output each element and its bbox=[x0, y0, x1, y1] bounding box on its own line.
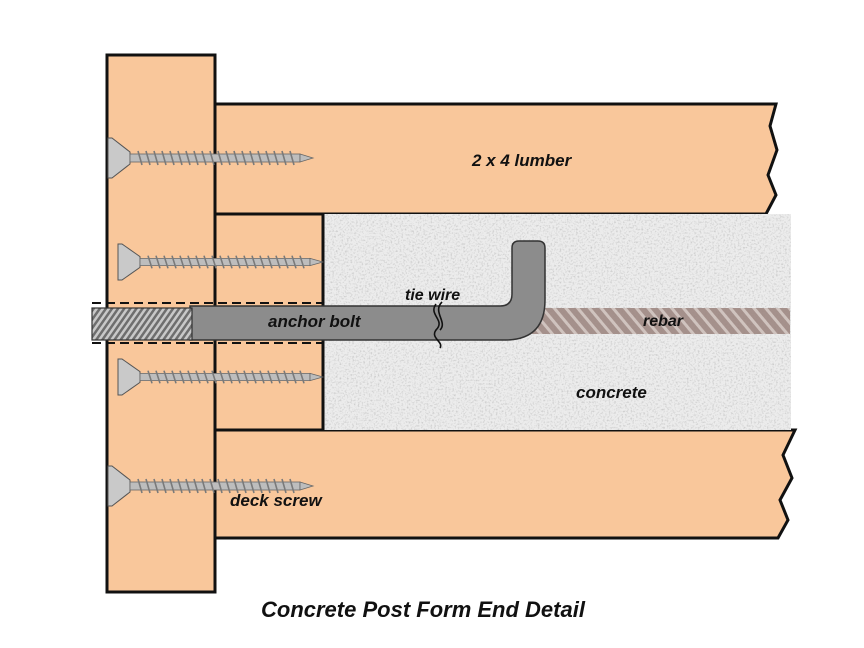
lumber-label: 2 x 4 lumber bbox=[471, 151, 573, 170]
deck-screw-label: deck screw bbox=[230, 491, 323, 510]
tie-wire bbox=[433, 301, 444, 349]
concrete-label: concrete bbox=[576, 383, 647, 402]
anchor-bolt bbox=[189, 240, 546, 341]
bolt-hole-dashed bbox=[92, 302, 323, 344]
lower-lumber-board bbox=[213, 428, 798, 540]
rebar-label: rebar bbox=[643, 313, 684, 330]
anchor-bolt-threads bbox=[91, 307, 193, 341]
tie-wire-label: tie wire bbox=[405, 287, 460, 304]
rebar bbox=[532, 308, 790, 334]
diagram-title: Concrete Post Form End Detail bbox=[261, 597, 586, 622]
anchor-bolt-label: anchor bolt bbox=[268, 312, 362, 331]
